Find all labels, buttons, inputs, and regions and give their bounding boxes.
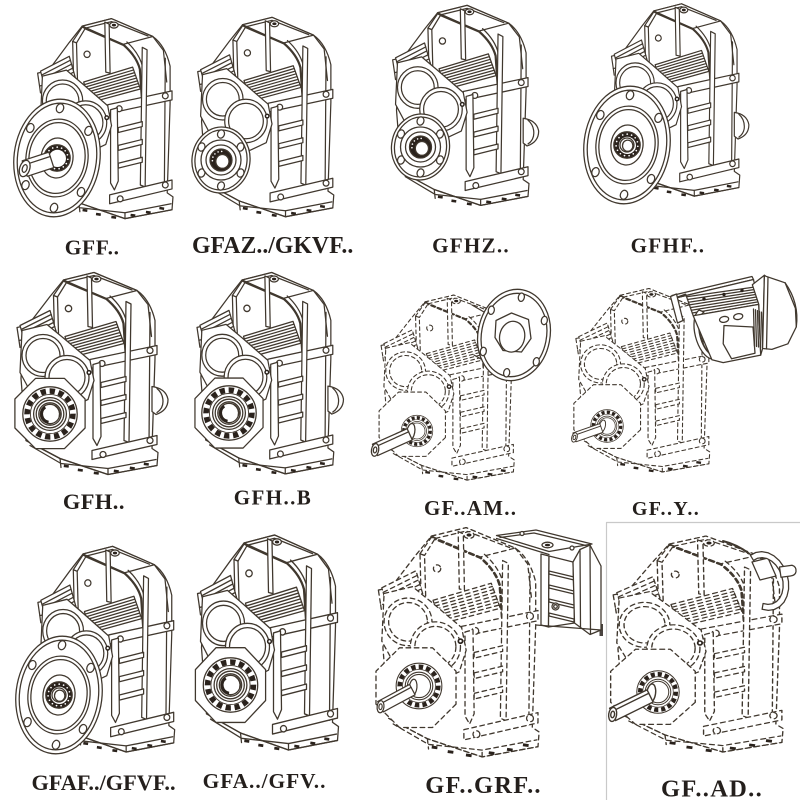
svg-text:GF..GRF..: GF..GRF.. — [425, 772, 542, 799]
svg-text:GFH..: GFH.. — [63, 489, 125, 514]
svg-text:GF..Y..: GF..Y.. — [632, 498, 700, 520]
svg-text:GFF..: GFF.. — [65, 236, 120, 260]
svg-text:GF..AD..: GF..AD.. — [661, 776, 763, 800]
svg-text:GFA../GFV..: GFA../GFV.. — [203, 769, 327, 793]
svg-text:GFAZ../GKVF..: GFAZ../GKVF.. — [192, 233, 353, 259]
svg-text:GFHZ..: GFHZ.. — [432, 233, 510, 257]
svg-text:GFAF../GFVF..: GFAF../GFVF.. — [31, 770, 175, 795]
svg-text:GF..AM..: GF..AM.. — [424, 496, 517, 520]
svg-text:GFH..B: GFH..B — [234, 485, 312, 509]
svg-text:GFHF..: GFHF.. — [631, 233, 706, 257]
